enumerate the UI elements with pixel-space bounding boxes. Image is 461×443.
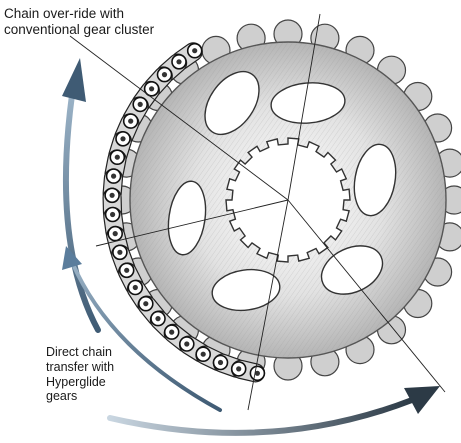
chain-pin — [149, 86, 154, 91]
direct-transfer-line-2: transfer with — [46, 360, 114, 375]
hyperglide-arrow-lower — [110, 386, 440, 433]
chain-pin — [133, 285, 138, 290]
chain-pin — [111, 174, 116, 179]
direct-transfer-line-4: gears — [46, 389, 114, 404]
chain-pin — [184, 341, 189, 346]
chain-pin — [120, 136, 125, 141]
chain-pin — [169, 330, 174, 335]
override-arrow — [62, 58, 98, 330]
chain-pin — [201, 352, 206, 357]
chain-pin — [124, 268, 129, 273]
chain-pin — [236, 366, 241, 371]
chain-pin — [138, 102, 143, 107]
direct-transfer-line-1: Direct chain — [46, 345, 114, 360]
chain-pin — [162, 72, 167, 77]
chain-pin — [176, 59, 181, 64]
chain-override-label: Chain over-ride with conventional gear c… — [4, 6, 154, 38]
chain-pin — [113, 231, 118, 236]
chain-pin — [110, 193, 115, 198]
chain-pin — [192, 48, 197, 53]
chain-pin — [155, 316, 160, 321]
chain-pin — [110, 212, 115, 217]
chain-pin — [143, 301, 148, 306]
chain-override-line-2: conventional gear cluster — [4, 22, 154, 38]
chain-override-line-1: Chain over-ride with — [4, 6, 154, 22]
chain-pin — [117, 250, 122, 255]
chain-pin — [218, 360, 223, 365]
direct-transfer-line-3: Hyperglide — [46, 375, 114, 390]
chain-pin — [128, 119, 133, 124]
direct-transfer-label: Direct chain transfer with Hyperglide ge… — [46, 345, 114, 404]
chain-pin — [115, 155, 120, 160]
